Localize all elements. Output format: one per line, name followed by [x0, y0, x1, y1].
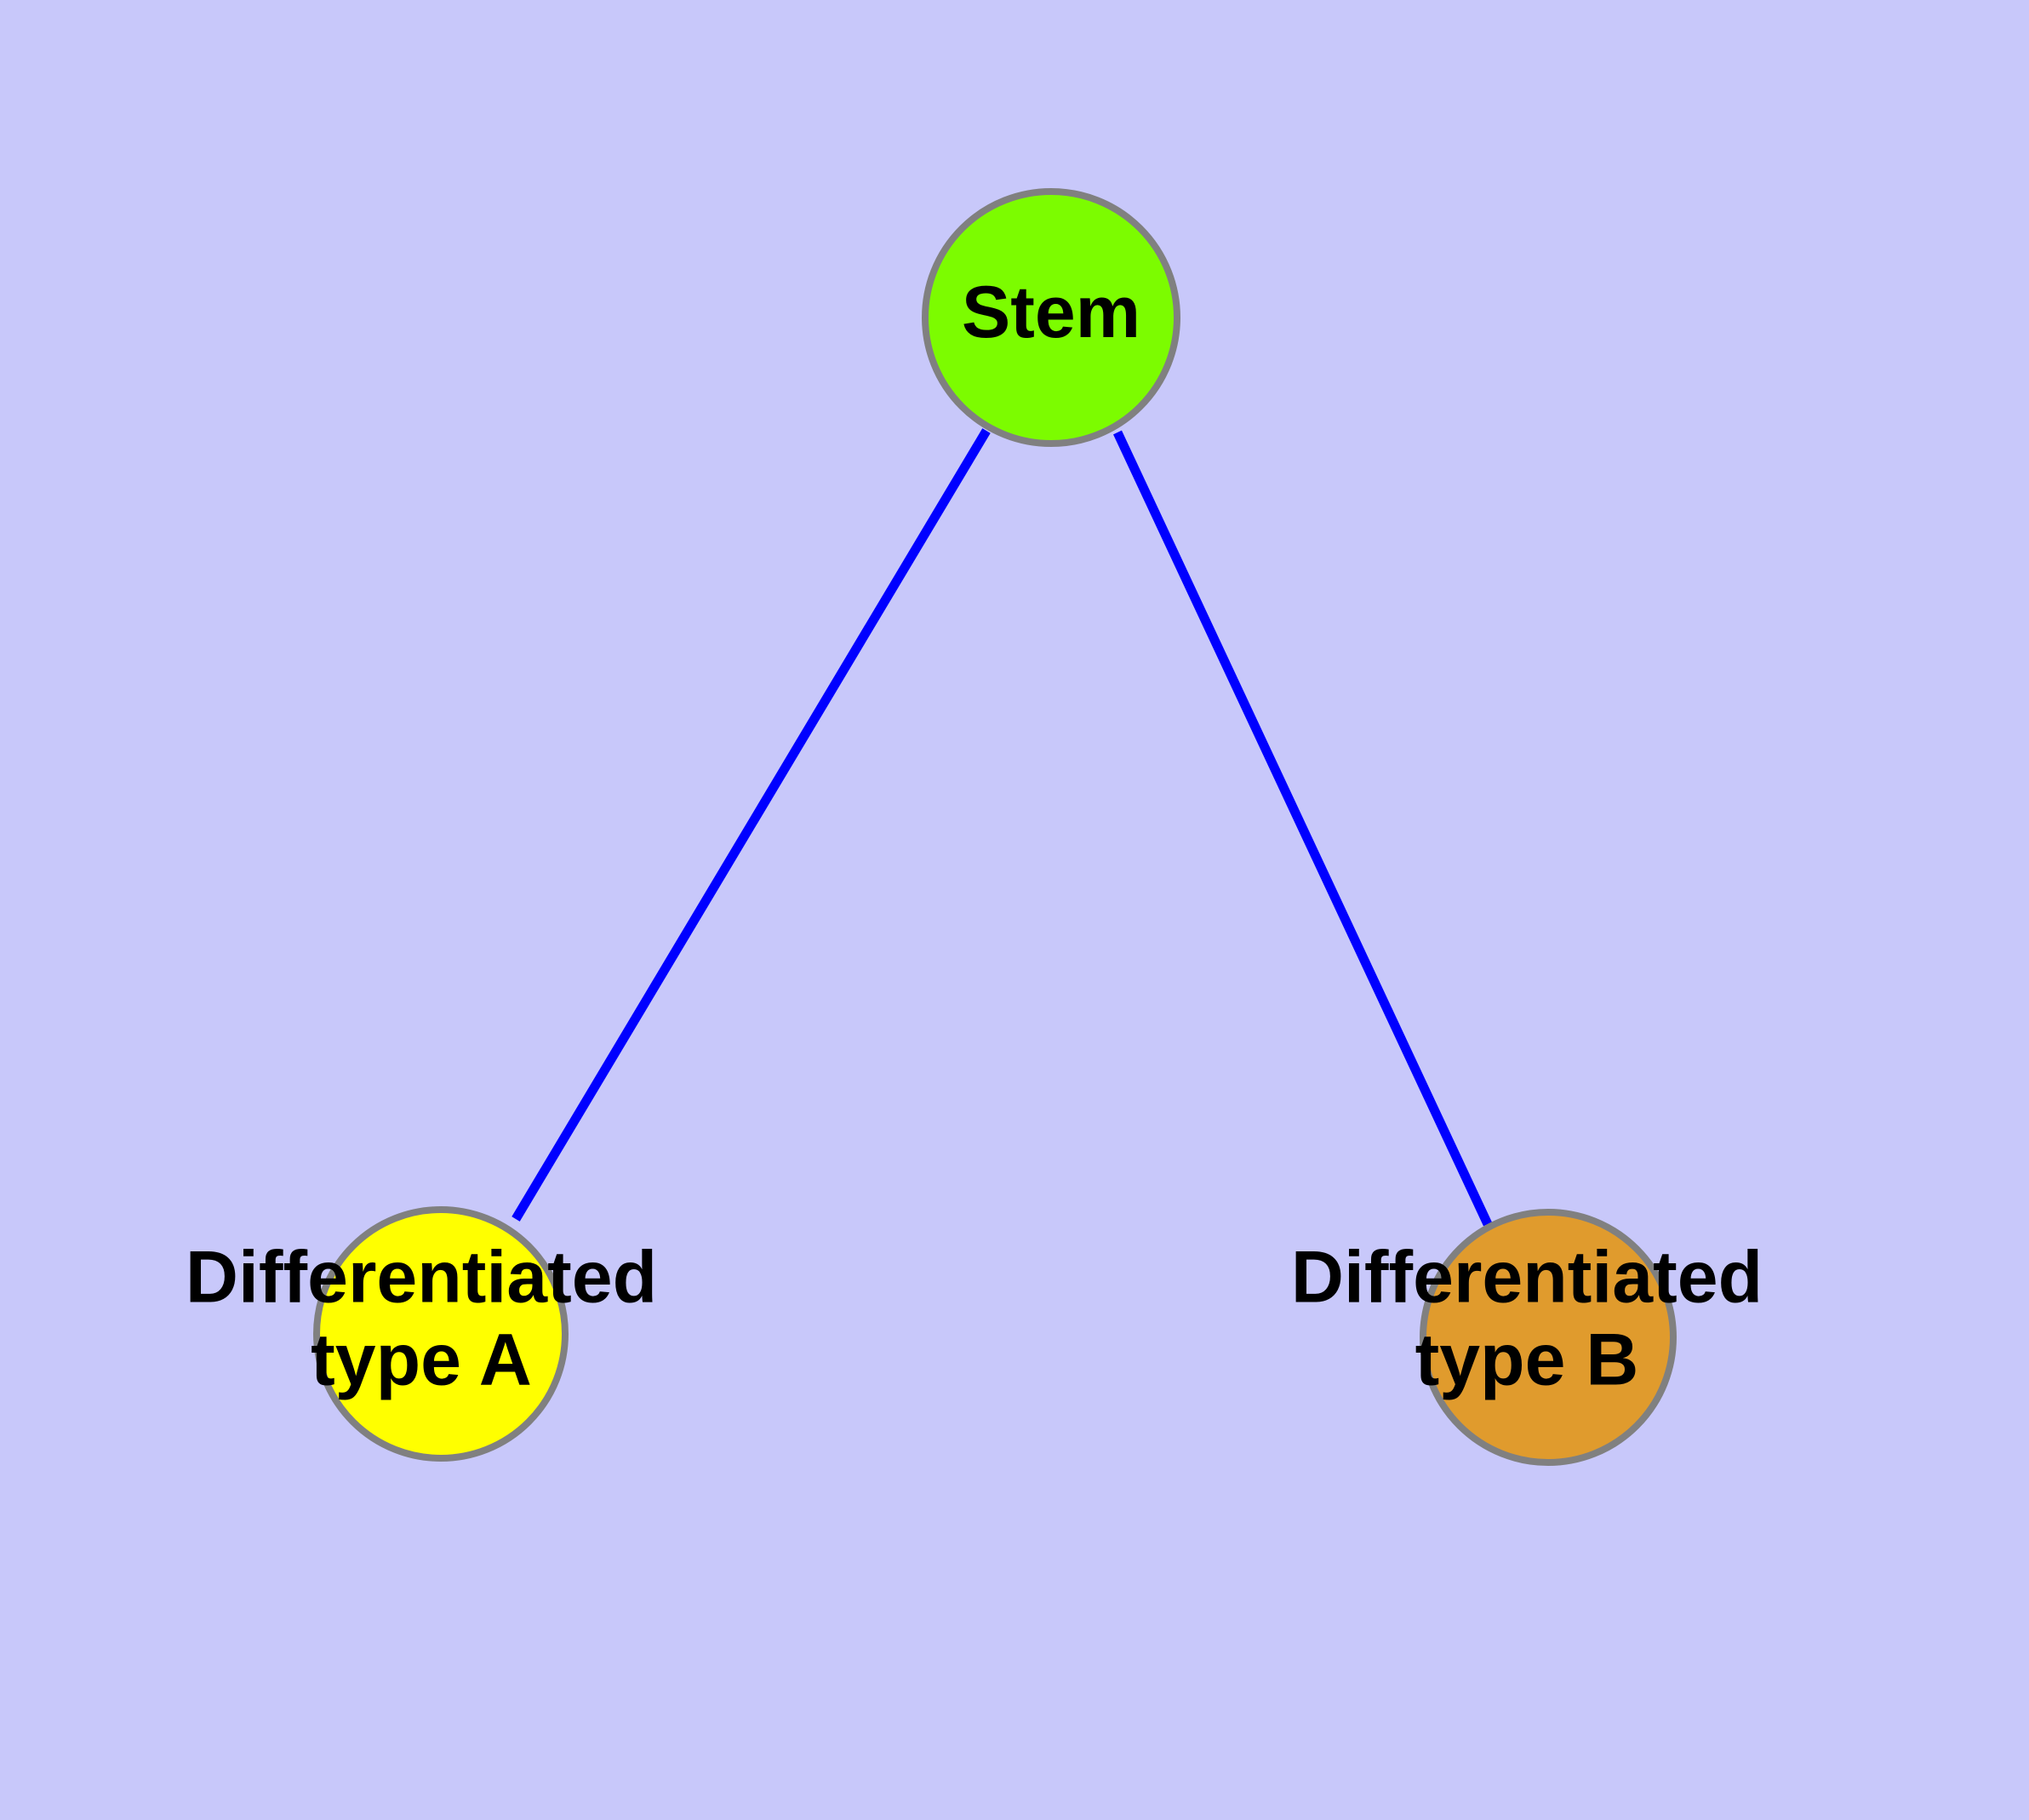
node-layer — [313, 188, 1677, 1466]
graph-edge-stem-to-diff_a[interactable] — [512, 428, 991, 1222]
label-line: type A — [311, 1319, 532, 1400]
graph-edge-stem-to-diff_b[interactable] — [1113, 430, 1492, 1227]
edge-layer — [512, 428, 1492, 1227]
graph-node-label-stem: Stem — [962, 272, 1140, 353]
label-line: Stem — [962, 272, 1140, 353]
graph-node-diff_a[interactable] — [313, 1206, 569, 1462]
label-line: Differentiated — [1291, 1236, 1763, 1318]
label-line: type B — [1415, 1319, 1639, 1400]
graph-node-stem[interactable] — [922, 188, 1180, 447]
graph-node-diff_b[interactable] — [1420, 1209, 1677, 1466]
label-line: Differentiated — [186, 1236, 657, 1318]
